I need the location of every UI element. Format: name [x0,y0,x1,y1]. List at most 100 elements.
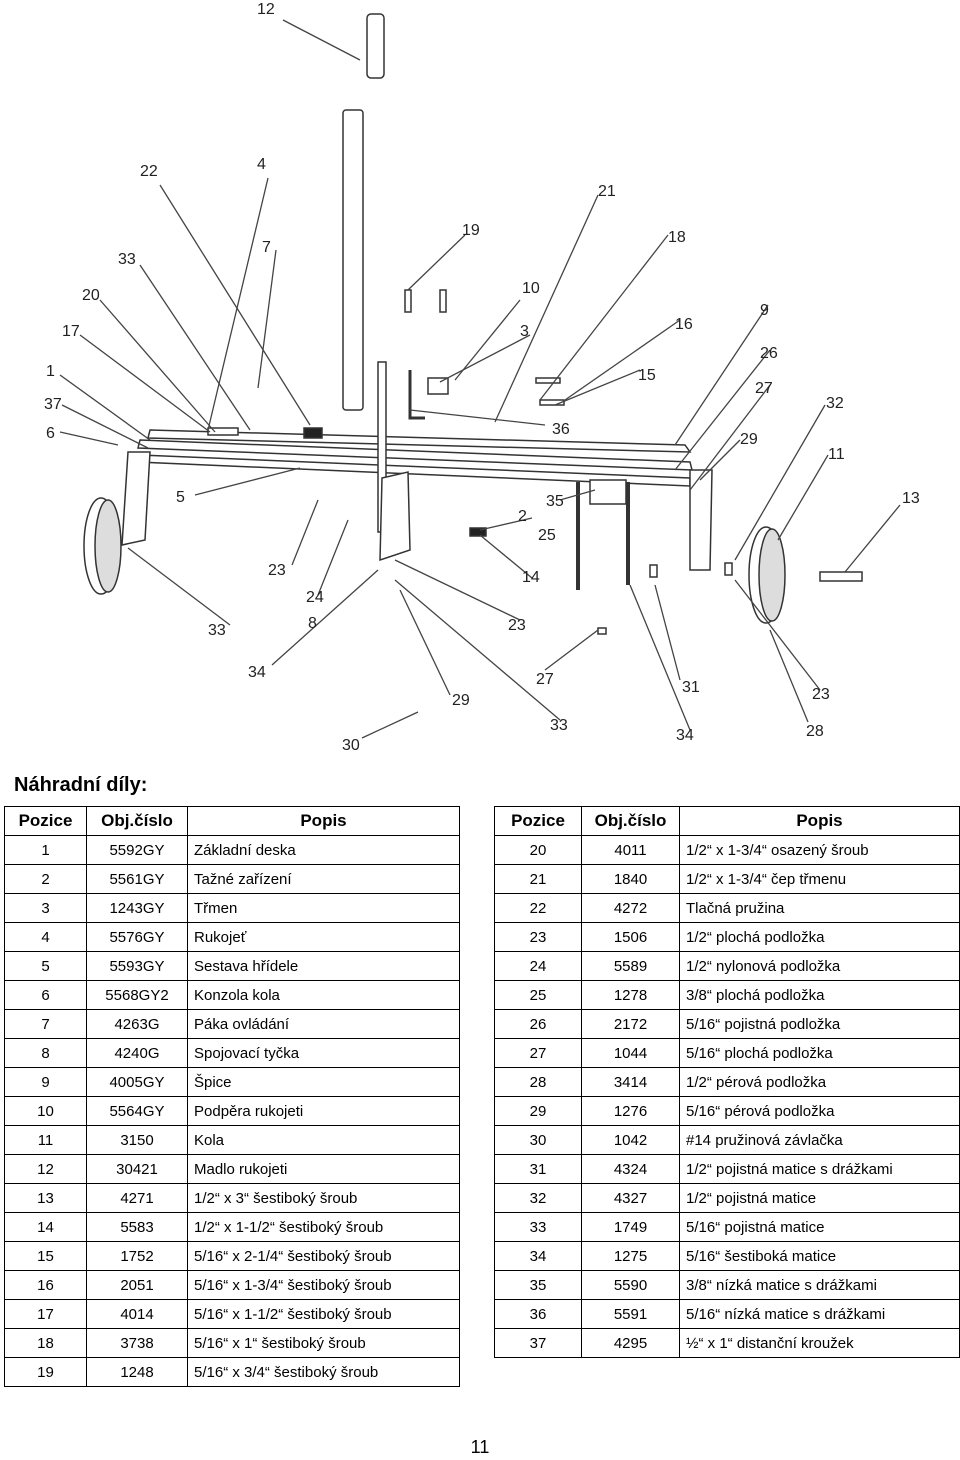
cell-order-number: 5590 [581,1270,680,1300]
header-description: Popis [187,806,460,836]
cell-description: Třmen [187,893,460,923]
cell-order-number: 4272 [581,893,680,923]
callout: 32 [826,395,844,412]
callout: 16 [675,316,693,333]
bolt-13 [819,571,863,582]
callout: 36 [552,421,570,438]
page-number: 11 [470,1437,490,1457]
cell-order-number: 5592GY [86,835,188,865]
cell-order-number: 1749 [581,1212,680,1242]
callout: 22 [140,163,158,180]
cell-order-number: 4271 [86,1183,188,1213]
handle-grip [366,13,385,79]
cell-position: 14 [4,1212,87,1242]
cell-description: #14 pružinová závlačka [679,1125,960,1155]
callout: 25 [538,527,556,544]
cell-position: 22 [494,893,582,923]
cell-order-number: 5568GY2 [86,980,188,1010]
cell-description: Rukojeť [187,922,460,952]
cell-position: 2 [4,864,87,894]
cell-description: 5/16“ x 1-1/2“ šestiboký šroub [187,1299,460,1329]
cell-description: 1/2“ x 3“ šestiboký šroub [187,1183,460,1213]
cell-position: 7 [4,1009,87,1039]
callout: 5 [176,489,185,506]
callout: 23 [508,617,526,634]
callout: 19 [462,222,480,239]
callout: 23 [812,686,830,703]
diagram-callouts: 12 22 4 7 33 20 17 1 37 6 5 33 23 24 8 3… [44,1,920,754]
cell-description: 3/8“ plochá podložka [679,980,960,1010]
cell-order-number: 5589 [581,951,680,981]
cell-description: Konzola kola [187,980,460,1010]
cell-description: 5/16“ x 1“ šestiboký šroub [187,1328,460,1358]
cell-position: 11 [4,1125,87,1155]
diagram-parts [83,13,863,635]
callout: 2 [518,508,527,525]
header-order-number: Obj.číslo [86,806,188,836]
callout: 35 [546,493,564,510]
cell-description: Madlo rukojeti [187,1154,460,1184]
cell-order-number: 1506 [581,922,680,952]
callout: 34 [676,727,694,744]
cell-order-number: 1275 [581,1241,680,1271]
cell-order-number: 5561GY [86,864,188,894]
cell-description: 5/16“ pérová podložka [679,1096,960,1126]
cell-order-number: 1044 [581,1038,680,1068]
cell-order-number: 2051 [86,1270,188,1300]
callout: 27 [536,671,554,688]
table-header-row: Pozice Obj.číslo Popis [494,806,960,836]
cell-description: Tlačná pružina [679,893,960,923]
cell-description: 5/16“ pojistná matice [679,1212,960,1242]
cell-description: 1/2“ x 1-3/4“ čep třmenu [679,864,960,894]
cell-order-number: 5576GY [86,922,188,952]
linkage-plate [379,471,411,562]
callout: 14 [522,569,540,586]
callout: 33 [208,622,226,639]
handle-tube [342,109,364,411]
callout: 1 [46,363,55,380]
cell-order-number: 1276 [581,1096,680,1126]
cell-position: 12 [4,1154,87,1184]
cell-description: 1/2“ pojistná matice s drážkami [679,1154,960,1184]
wheel-bracket-left [121,451,151,546]
cell-position: 5 [4,951,87,981]
callout: 11 [828,446,845,463]
parts-list-title: Náhradní díly: [14,774,148,796]
cell-order-number: 1752 [86,1241,188,1271]
cell-position: 33 [494,1212,582,1242]
cell-description: ½“ x 1“ distanční kroužek [679,1328,960,1358]
cell-position: 20 [494,835,582,865]
callout: 7 [262,239,271,256]
callout: 33 [550,717,568,734]
cell-order-number: 1042 [581,1125,680,1155]
callout: 18 [668,229,686,246]
cell-order-number: 1840 [581,864,680,894]
callout: 34 [248,664,266,681]
cell-position: 24 [494,951,582,981]
cell-position: 26 [494,1009,582,1039]
cell-position: 35 [494,1270,582,1300]
callout: 13 [902,490,920,507]
callout: 20 [82,287,100,304]
callout: 37 [44,396,62,413]
cell-position: 28 [494,1067,582,1097]
